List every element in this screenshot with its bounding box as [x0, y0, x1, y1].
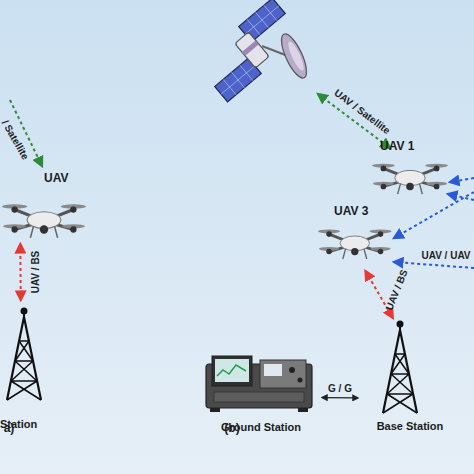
uav-link: [450, 178, 474, 182]
panel-display: [264, 364, 282, 376]
keyboard: [214, 392, 304, 402]
drone: [2, 204, 86, 238]
link-label: (b): [224, 422, 239, 434]
link-label: G / G: [328, 384, 352, 394]
tower: [7, 308, 41, 401]
device-label: Base Station: [358, 420, 462, 432]
link-connector: [322, 397, 358, 399]
link-label: a): [4, 422, 15, 434]
device-node: UAV 1: [360, 140, 452, 206]
drone: [372, 164, 448, 194]
device-node: Station: [0, 300, 52, 434]
link-label: UAV / UAV: [421, 251, 470, 261]
body-shell: [235, 32, 269, 68]
control-panel: [260, 360, 306, 388]
knob: [289, 367, 295, 373]
device-node: Base Station: [358, 318, 462, 434]
link-connector: [19, 244, 21, 300]
link-label: UAV / BS: [31, 251, 41, 294]
satellite: [215, 0, 312, 102]
link-label: UAV / BS: [384, 268, 409, 311]
monitor: [212, 356, 252, 386]
uav-link: [394, 262, 474, 268]
device-node: Ground Station: [200, 352, 322, 438]
screen-trace: [217, 365, 246, 376]
drone: [318, 230, 392, 259]
device-label: UAV 1: [380, 140, 414, 153]
device-node: UAV: [0, 172, 92, 244]
link-label: UAV / Satellite: [332, 88, 392, 136]
body-band: [242, 40, 259, 55]
uav-link: [394, 192, 474, 238]
monitor-screen: [215, 359, 249, 382]
device-label: UAV 3: [334, 205, 368, 218]
knob: [298, 378, 303, 383]
dish: [277, 31, 312, 81]
device-label: UAV: [44, 172, 68, 185]
link-label: / Satellite: [0, 118, 30, 161]
satellite-body: [235, 32, 269, 68]
ground-station-equipment: [206, 356, 312, 412]
device-node: UAV 3: [316, 205, 392, 271]
dish-inner: [286, 40, 307, 72]
device-label: Ground Station: [200, 421, 322, 433]
foot: [210, 408, 220, 412]
uav-link: [448, 194, 474, 200]
foot: [298, 408, 308, 412]
tower: [383, 321, 417, 414]
